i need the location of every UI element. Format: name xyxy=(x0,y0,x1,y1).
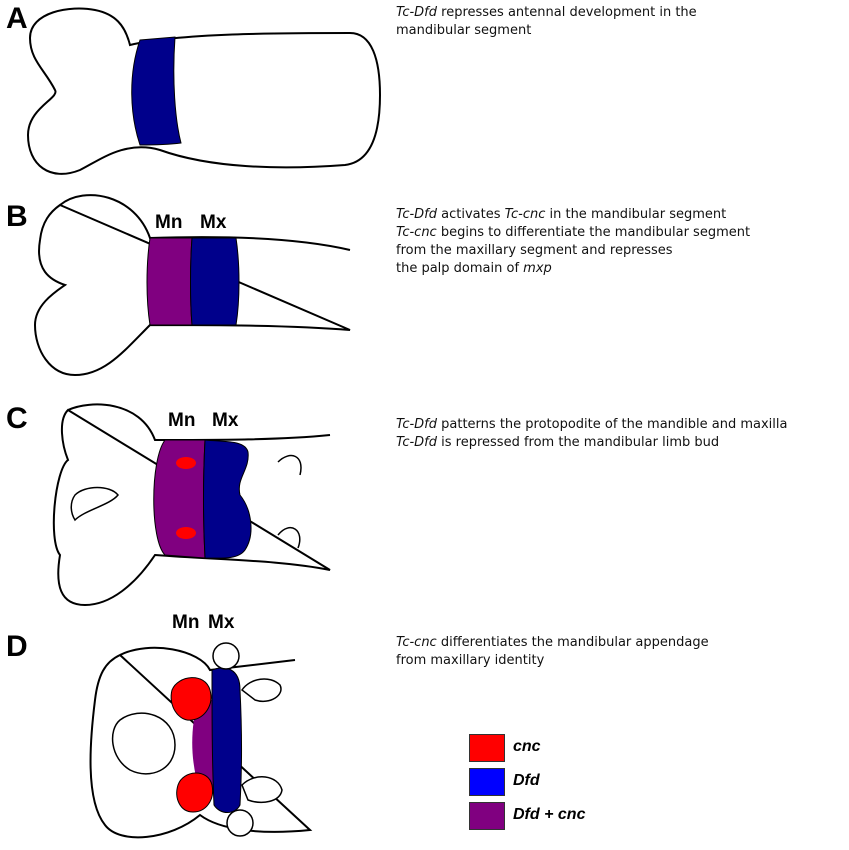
panel-c-cnc-spot-lower xyxy=(176,527,196,539)
panel-a-caption: Tc-Dfd represses antennal development in… xyxy=(396,4,697,40)
panel-a-embryo-outline xyxy=(26,7,382,175)
panel-d-antenna-lobe xyxy=(111,712,176,775)
legend-label-dfd: Dfd xyxy=(513,772,540,789)
panel-c-antenna-notch xyxy=(70,486,119,522)
panel-d-caption: Tc-cnc differentiates the mandibular app… xyxy=(396,634,709,670)
legend-item-cnc: cnc xyxy=(469,734,629,762)
panel-c-caption: Tc-Dfd patterns the protopodite of the m… xyxy=(396,416,787,452)
panel-d-mn-domain xyxy=(192,700,214,792)
caption-line: Tc-Dfd is repressed from the mandibular … xyxy=(396,435,720,450)
caption-line: Tc-cnc begins to differentiate the mandi… xyxy=(396,225,751,240)
legend-label-dfd-cnc: Dfd + cnc xyxy=(513,806,586,823)
panel-d-palp-right-upper xyxy=(240,678,282,702)
caption-line: Tc-Dfd represses antennal development in… xyxy=(396,5,697,20)
panel-letter-a: A xyxy=(6,2,28,35)
caption-line: the palp domain of mxp xyxy=(396,261,552,276)
panel-c-drawing xyxy=(52,403,331,607)
panel-a-dfd-domain xyxy=(131,36,182,146)
panel-c-limb-bud-outline xyxy=(277,454,302,549)
panel-d-drawing xyxy=(89,642,313,839)
panel-c-mx-domain xyxy=(203,439,252,559)
panel-a-drawing xyxy=(26,7,382,175)
caption-line: from the maxillary segment and represses xyxy=(396,243,673,258)
caption-line: from maxillary identity xyxy=(396,653,545,668)
panel-d-mx-label: Mx xyxy=(208,612,235,633)
panel-b-mn-domain xyxy=(146,237,193,326)
legend-swatch-dfd xyxy=(469,768,505,796)
legend-label-cnc: cnc xyxy=(513,738,541,755)
panel-b-drawing xyxy=(33,194,351,377)
legend-swatch-dfd-cnc xyxy=(469,802,505,830)
panel-d-cnc-upper xyxy=(170,677,212,721)
legend-item-dfd-cnc: Dfd + cnc xyxy=(469,802,629,830)
panel-d-cnc-lower xyxy=(176,772,214,813)
panel-letter-b: B xyxy=(6,200,28,233)
panel-b-mx-domain xyxy=(190,237,240,326)
panel-b-mn-label: Mn xyxy=(155,212,183,233)
panel-letter-c: C xyxy=(6,402,28,435)
legend-swatch-cnc xyxy=(469,734,505,762)
panel-d-palp-right-lower xyxy=(241,776,283,803)
panel-d-mx-domain xyxy=(211,667,242,813)
panel-d-palp-top xyxy=(212,642,240,670)
panel-c-mn-label: Mn xyxy=(168,410,196,431)
panel-letter-d: D xyxy=(6,630,28,663)
panel-d-mn-label: Mn xyxy=(172,612,200,633)
panel-c-mx-label: Mx xyxy=(212,410,239,431)
caption-line: Tc-Dfd activates Tc-cnc in the mandibula… xyxy=(396,207,727,222)
caption-line: mandibular segment xyxy=(396,23,532,38)
legend-item-dfd: Dfd xyxy=(469,768,629,796)
caption-line: Tc-Dfd patterns the protopodite of the m… xyxy=(396,417,788,432)
caption-line: Tc-cnc differentiates the mandibular app… xyxy=(396,635,709,650)
panel-b-caption: Tc-Dfd activates Tc-cnc in the mandibula… xyxy=(396,206,750,278)
panel-b-mx-label: Mx xyxy=(200,212,227,233)
panel-c-mn-domain xyxy=(153,439,206,559)
panel-c-cnc-spot-upper xyxy=(176,457,196,469)
panel-d-palp-bottom xyxy=(226,809,254,837)
